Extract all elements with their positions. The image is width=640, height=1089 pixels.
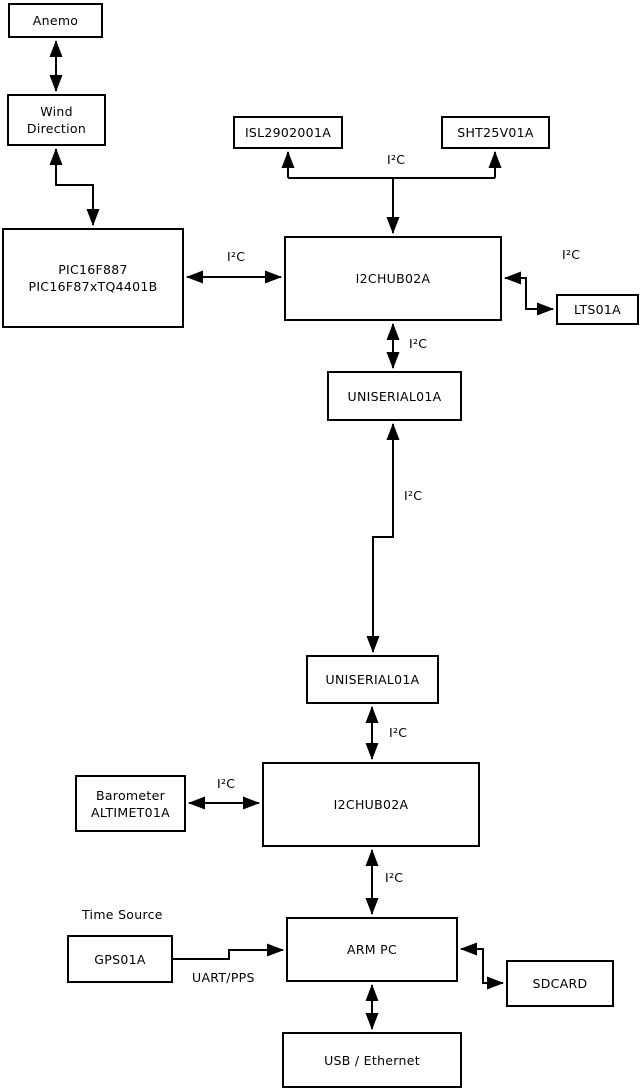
bus-label-i2c-uniserial2-hub2: I²C xyxy=(389,725,408,740)
node-label: UNISERIAL01A xyxy=(347,388,442,404)
connector-hub1-lts xyxy=(504,271,554,316)
node-label: Wind xyxy=(40,104,73,119)
bus-label-i2c-uniserial1-uniserial2: I²C xyxy=(404,488,423,503)
node-label: Anemo xyxy=(32,13,79,28)
connector-wind-pic xyxy=(49,148,100,226)
node-i2chub02a-1: I2CHUB02A xyxy=(284,236,502,321)
node-label: I2CHUB02A xyxy=(355,271,431,286)
node-label: Barometer xyxy=(95,787,166,803)
node-sdcard: SDCARD xyxy=(506,960,614,1007)
node-barometer-altimet01a: Barometer ALTIMET01A xyxy=(75,775,186,832)
node-uniserial01a-1: UNISERIAL01A xyxy=(327,371,462,421)
bus-label-i2c-top: I²C xyxy=(387,152,406,167)
bus-label-i2c-pic-hub1: I²C xyxy=(227,249,246,264)
node-label: GPS01A xyxy=(94,951,146,967)
node-label: I2CHUB02A xyxy=(333,797,409,812)
node-usb-ethernet: USB / Ethernet xyxy=(282,1032,462,1088)
bus-label-i2c-hub1-uniserial1: I²C xyxy=(409,336,428,351)
node-isl2902001a: ISL2902001A xyxy=(233,116,343,149)
node-label: ALTIMET01A xyxy=(91,804,170,820)
node-anemo: Anemo xyxy=(8,3,103,38)
connector-gps-armpc xyxy=(173,943,284,960)
node-label: SHT25V01A xyxy=(457,125,534,140)
node-label: USB / Ethernet xyxy=(324,1052,420,1068)
node-label: PIC16F87xTQ4401B xyxy=(28,279,158,294)
bus-label-uart-pps: UART/PPS xyxy=(192,970,255,985)
node-label: PIC16F887 xyxy=(58,262,128,277)
node-label: ISL2902001A xyxy=(244,125,332,140)
node-uniserial01a-2: UNISERIAL01A xyxy=(306,655,439,704)
connector-uniserial1-uniserial2 xyxy=(366,423,400,653)
bus-label-i2c-barometer-hub2: I²C xyxy=(217,776,236,791)
node-label: LTS01A xyxy=(573,302,622,317)
node-label: UNISERIAL01A xyxy=(325,672,420,687)
node-label: ARM PC xyxy=(346,942,398,957)
node-label: SDCARD xyxy=(532,976,588,991)
node-arm-pc: ARM PC xyxy=(286,917,458,982)
node-gps01a: GPS01A xyxy=(67,935,173,983)
node-i2chub02a-2: I2CHUB02A xyxy=(262,762,480,847)
bus-label-i2c-hub1-lts: I²C xyxy=(562,247,581,262)
bus-label-i2c-hub2-armpc: I²C xyxy=(385,870,404,885)
connector-armpc-sdcard xyxy=(460,942,504,990)
node-pic16f887: PIC16F887 PIC16F87xTQ4401B xyxy=(2,228,184,328)
node-label: Direction xyxy=(26,121,87,136)
node-sht25v01a: SHT25V01A xyxy=(441,116,550,149)
caption-time-source: Time Source xyxy=(82,907,163,922)
node-wind-direction: Wind Direction xyxy=(7,94,106,146)
node-lts01a: LTS01A xyxy=(556,294,639,325)
